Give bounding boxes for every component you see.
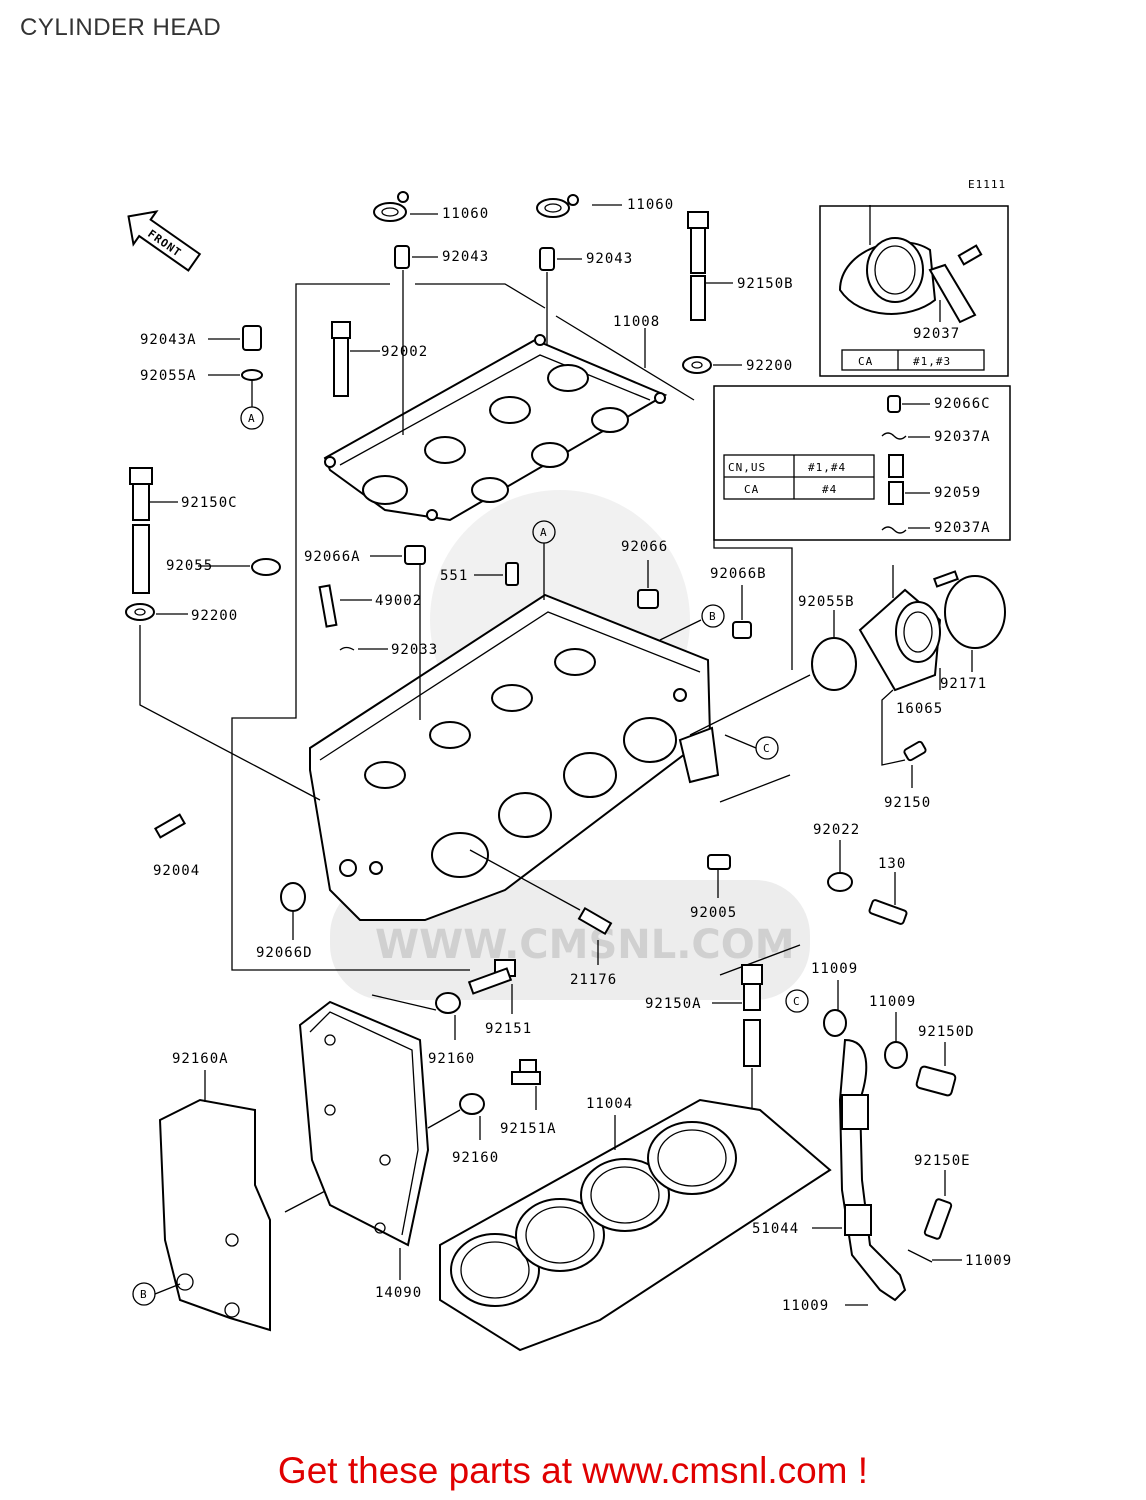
cylinder-head	[309, 593, 720, 921]
part-label: 130	[878, 856, 906, 872]
part-label: 11009	[869, 994, 916, 1010]
part-label: 11060	[442, 206, 489, 222]
part-label: 92055A	[140, 368, 197, 384]
ref-marker: A	[540, 526, 548, 539]
part-label: 92002	[381, 344, 428, 360]
part-label: 92059	[934, 485, 981, 501]
part-label: 16065	[896, 701, 943, 717]
part-label: 92043	[442, 249, 489, 265]
part-label: 551	[440, 568, 468, 584]
watermark-text: WWW.CMSNL.COM	[375, 922, 795, 968]
part-label: 92150	[884, 795, 931, 811]
part-label: 92151	[485, 1021, 532, 1037]
part-label: 92033	[391, 642, 438, 658]
part-label: 51044	[752, 1221, 799, 1237]
page-title: CYLINDER HEAD	[20, 14, 222, 41]
part-label: 92066D	[256, 945, 313, 961]
ref-marker: C	[763, 742, 771, 755]
part-label: 11004	[586, 1096, 633, 1112]
part-label: 92150A	[645, 996, 702, 1012]
part-label: 92066B	[710, 566, 767, 582]
part-label: 92066C	[934, 396, 991, 412]
part-label: 92160A	[172, 1051, 229, 1067]
part-label: 11008	[613, 314, 660, 330]
part-label: 92151A	[500, 1121, 557, 1137]
part-label: 92004	[153, 863, 200, 879]
table-cell: CN,US	[728, 461, 766, 474]
part-label: 14090	[375, 1285, 422, 1301]
lower-parts: 92151 92160 92160 92151A 92150A C 11009 …	[132, 959, 1012, 1352]
table-cell: #4	[822, 483, 837, 496]
cylinder-head-exploded-diagram: WWW.CMSNL.COM E1111 FRONT 92037 CA #1,#3	[125, 178, 1012, 1352]
part-label: 49002	[375, 593, 422, 609]
part-label: 92037	[913, 326, 960, 342]
table-cell: CA	[744, 483, 759, 496]
table-cell: CA	[858, 355, 873, 368]
inset-table-middle: CN,US #1,#4 CA #4	[723, 454, 875, 500]
part-label: 92150C	[181, 495, 238, 511]
assembly-frame-lines	[231, 283, 801, 976]
part-label: 92037A	[934, 520, 991, 536]
part-label: 92150E	[914, 1153, 971, 1169]
part-label: 92055B	[798, 594, 855, 610]
small-parts: 11060 11060 92043 92043 92150B 11008 922…	[125, 191, 1006, 988]
part-label: 92200	[191, 608, 238, 624]
ref-marker: A	[248, 412, 256, 425]
part-label: 92043A	[140, 332, 197, 348]
inset-box-top: 92037 CA #1,#3	[819, 205, 1009, 377]
part-label: 92037A	[934, 429, 991, 445]
inset-table-top: CA #1,#3	[841, 349, 985, 371]
part-label: 92200	[746, 358, 793, 374]
inset-box-middle: CN,US #1,#4 CA #4 92066C 92037A 92059 92…	[713, 385, 1011, 541]
part-label: 11009	[811, 961, 858, 977]
part-label: 92055	[166, 558, 213, 574]
part-label: 92150D	[918, 1024, 975, 1040]
part-label: 92043	[586, 251, 633, 267]
part-label: 92150B	[737, 276, 794, 292]
diagram-code: E1111	[968, 178, 1006, 191]
ref-marker: B	[140, 1288, 148, 1301]
part-label: 92171	[940, 676, 987, 692]
table-cell: #1,#3	[913, 355, 951, 368]
part-label: 92066A	[304, 549, 361, 565]
part-label: 92160	[452, 1150, 499, 1166]
cta-link[interactable]: Get these parts at www.cmsnl.com !	[277, 1450, 869, 1491]
ref-marker: C	[793, 995, 801, 1008]
part-label: 11009	[782, 1298, 829, 1314]
part-label: 92066	[621, 539, 668, 555]
part-label: 11060	[627, 197, 674, 213]
front-arrow-icon: FRONT	[127, 210, 202, 272]
part-label: 11009	[965, 1253, 1012, 1269]
part-label: 21176	[570, 972, 617, 988]
ref-marker: B	[709, 610, 717, 623]
part-label: 92005	[690, 905, 737, 921]
part-label: 92160	[428, 1051, 475, 1067]
part-label: 92022	[813, 822, 860, 838]
camshaft-holder	[323, 334, 668, 522]
table-cell: #1,#4	[808, 461, 846, 474]
